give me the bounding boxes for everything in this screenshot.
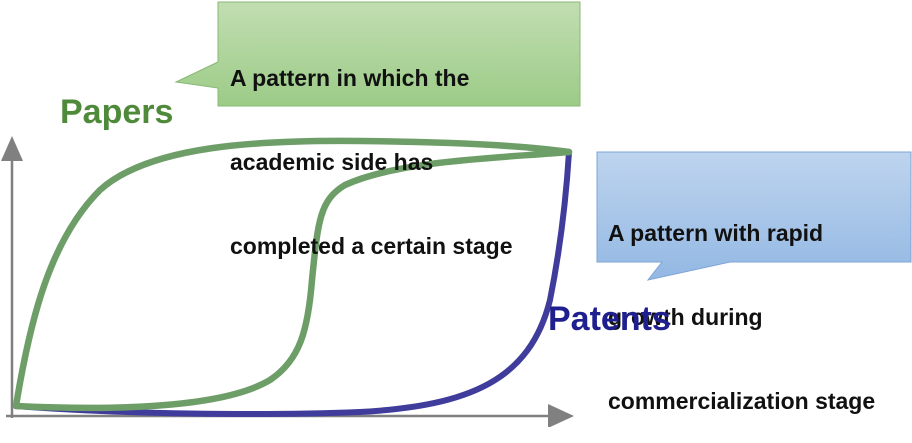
papers-label: Papers — [60, 93, 174, 131]
callout-academic-line: academic side has — [230, 149, 434, 175]
diagram-canvas — [1, 1, 912, 427]
patents-curve — [13, 149, 572, 417]
callout-commercial-bubble — [596, 151, 912, 281]
callout-academic-line: A pattern in which the — [230, 65, 470, 91]
callout-commercial-text: A pattern with rapid growth during comme… — [608, 163, 875, 443]
callout-commercial — [596, 151, 912, 281]
callout-academic — [174, 1, 581, 107]
callout-academic-text: A pattern in which the academic side has… — [230, 8, 513, 288]
callout-academic-bubble — [174, 1, 581, 107]
papers-s-curve — [12, 148, 573, 412]
y-axis-arrow-icon — [1, 136, 23, 161]
papers-saturation-curve — [12, 137, 573, 410]
callout-commercial-line: commercialization stage — [608, 388, 876, 414]
x-axis-arrow-icon — [548, 404, 574, 427]
callout-commercial-line: growth during — [608, 304, 763, 330]
patents-label: Patents — [548, 300, 671, 338]
callout-commercial-line: A pattern with rapid — [608, 220, 824, 246]
callout-academic-line: completed a certain stage — [230, 233, 513, 259]
